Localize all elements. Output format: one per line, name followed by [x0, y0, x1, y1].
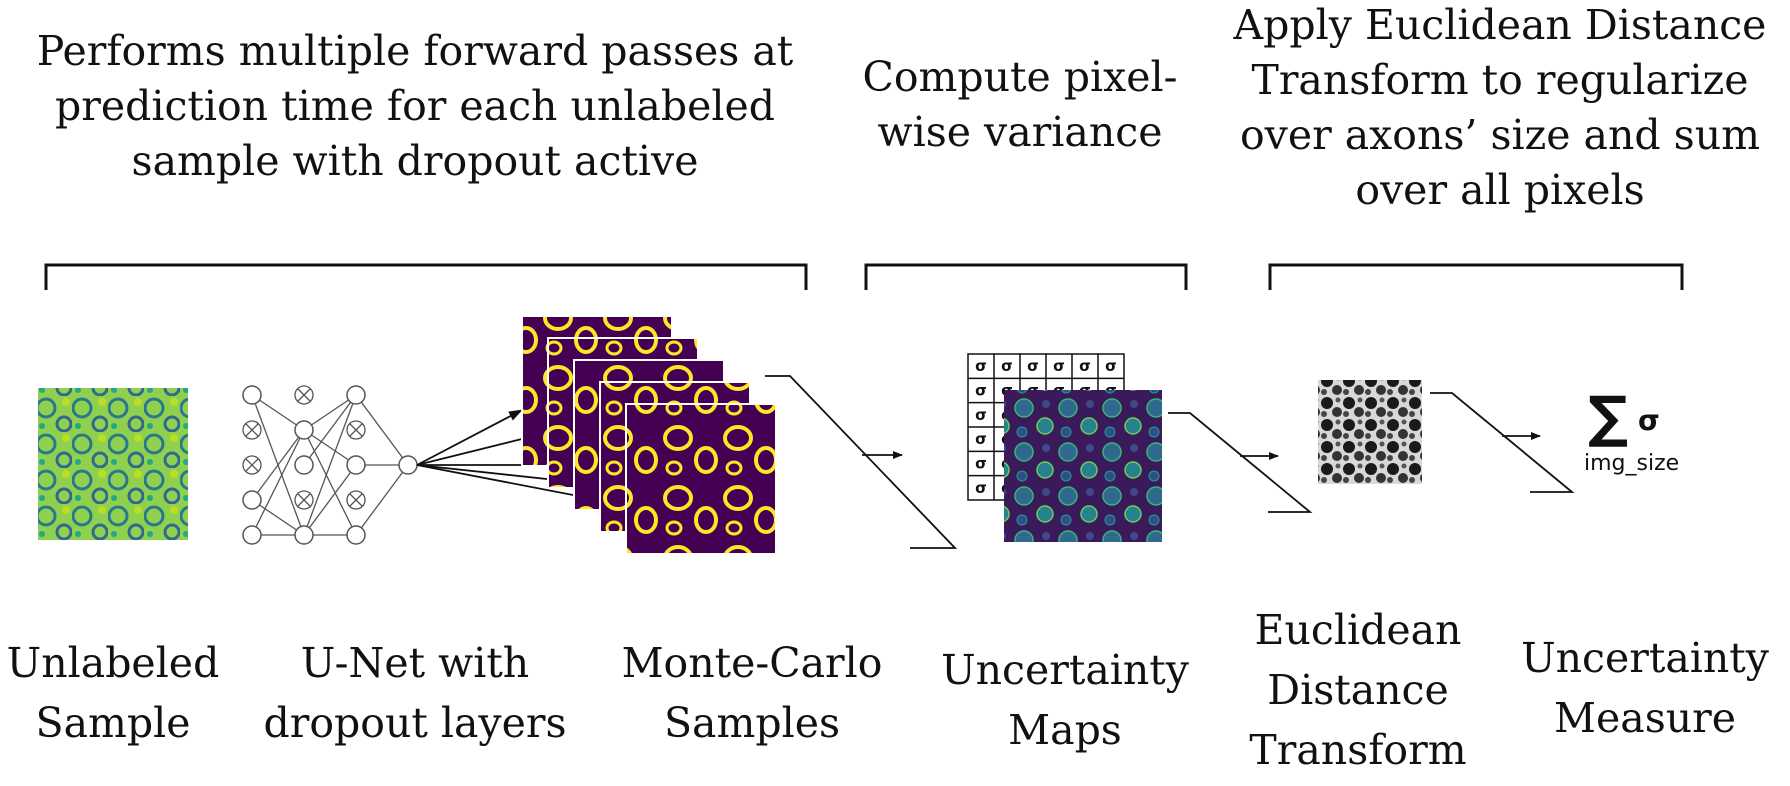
sigma-cell: σ	[975, 382, 987, 400]
label-unet: U-Net with dropout layers	[263, 639, 567, 747]
uncertainty-formula: ∑ σ img_size	[1584, 385, 1679, 476]
caption-edt: Apply Euclidean Distance Transform to re…	[1233, 1, 1767, 214]
dropout-nodes	[242, 385, 366, 510]
label-unlabeled-sample: Unlabeled Sample	[6, 639, 220, 747]
caption-forward-passes: Performs multiple forward passes at pred…	[36, 27, 794, 185]
sigma-cell: σ	[1053, 357, 1065, 375]
sigma-cell: σ	[975, 357, 987, 375]
label-uncertainty-measure: Uncertainty Measure	[1521, 634, 1769, 742]
sigma-cell: σ	[1079, 357, 1091, 375]
label-monte-carlo: Monte-Carlo Samples	[621, 639, 883, 747]
sum-symbol: ∑	[1588, 385, 1628, 450]
unet-nodes	[242, 385, 418, 545]
sigma-cell: σ	[1001, 357, 1013, 375]
unlabeled-sample-image	[38, 388, 188, 540]
label-edt: Euclidean Distance Transform	[1249, 606, 1467, 774]
connector-edt-to-measure	[1430, 392, 1575, 493]
monte-carlo-samples-stack	[521, 315, 777, 555]
img-size-label: img_size	[1584, 451, 1679, 476]
sigma-cell: σ	[975, 455, 987, 473]
caption-variance: Compute pixel- wise variance	[862, 53, 1178, 156]
bracket-variance	[864, 263, 1188, 290]
sigma-cell: σ	[975, 479, 987, 497]
unet-network-icon	[251, 394, 409, 539]
uncertainty-map-image	[1004, 390, 1162, 542]
edt-image	[1318, 380, 1422, 484]
bracket-forward-passes	[44, 263, 808, 290]
sigma-cell: σ	[975, 430, 987, 448]
sigma-cell: σ	[975, 406, 987, 424]
connector-mc-to-uncertainty	[765, 375, 958, 549]
sigma-cell: σ	[1027, 357, 1039, 375]
sigma-cell: σ	[1105, 357, 1117, 375]
bracket-edt	[1268, 263, 1684, 290]
label-uncertainty-maps: Uncertainty Maps	[941, 646, 1189, 754]
connector-uncertainty-to-edt	[1168, 412, 1313, 513]
sigma-symbol: σ	[1638, 404, 1660, 437]
